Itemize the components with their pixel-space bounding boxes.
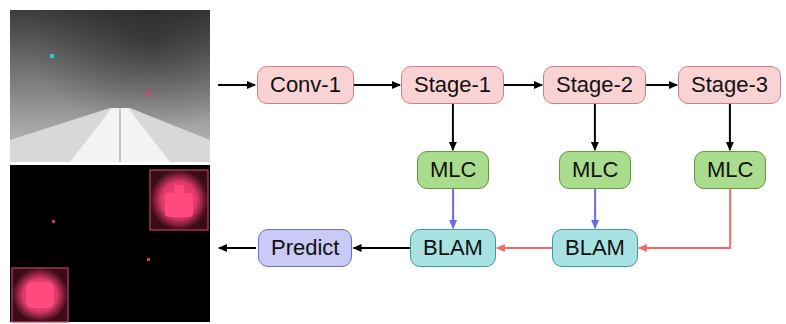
road-line [120,108,121,162]
flow-arrow [504,84,542,86]
box-label: BLAM [565,235,625,261]
input-arrow [218,84,255,86]
detection-blob [165,193,193,217]
output-map [10,165,210,322]
road [70,108,170,162]
box-label: Stage-1 [414,72,491,98]
blam-box: BLAM [410,229,496,267]
detection-blob [26,282,54,308]
detection-blob [174,185,184,195]
stage-box: Stage-2 [543,66,646,104]
mlc-box: MLC [694,151,766,189]
detection-box [150,170,208,230]
mlc-box: MLC [417,151,489,189]
input-shade [10,10,210,162]
box-label: MLC [707,157,753,183]
box-label: BLAM [423,235,483,261]
flow-arrow [452,189,454,228]
flow-arrow [497,247,552,249]
flow-arrow [594,189,596,228]
target-dot [52,220,55,223]
target-dot [147,258,150,261]
mlc-box: MLC [559,151,631,189]
box-label: Conv-1 [270,72,341,98]
box-label: MLC [430,157,476,183]
flow-arrow [452,104,454,150]
ground [10,108,210,162]
box-label: Predict [271,235,339,261]
flow-arrow [646,84,677,86]
flow-arrow [354,247,411,249]
box-label: Stage-2 [556,72,633,98]
box-label: MLC [572,157,618,183]
stage-box: Stage-1 [401,66,504,104]
flow-arrow [594,104,596,150]
target-dot [146,91,150,95]
detection-box [12,268,68,322]
box-label: Stage-3 [691,72,768,98]
target-dot [50,54,54,58]
input-image [10,10,210,162]
stage-box: Stage-3 [678,66,781,104]
blam-box: BLAM [552,229,638,267]
predict-box: Predict [258,229,352,267]
flow-arrow [639,189,730,248]
flow-arrow [354,84,400,86]
flow-arrow [729,104,731,150]
conv-box: Conv-1 [257,66,354,104]
output-arrow [219,247,256,249]
